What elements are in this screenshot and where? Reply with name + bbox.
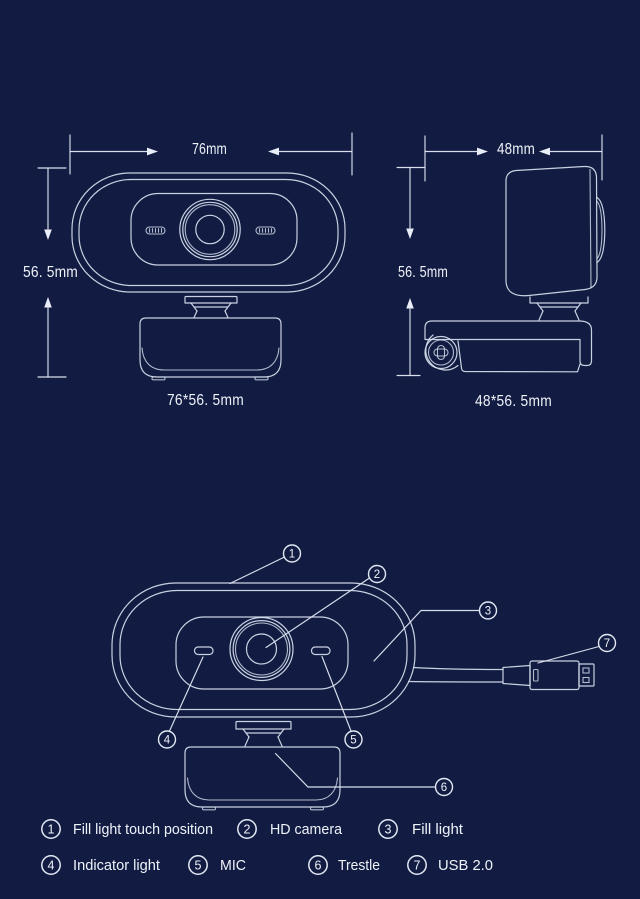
svg-text:7: 7 [414,859,421,873]
legend-1-label: Fill light touch position [73,821,213,838]
callout-6: 6 [274,752,454,797]
svg-text:3: 3 [385,823,392,837]
legend-1-badge [41,819,61,839]
callout-2: 2 [265,564,387,649]
front-mic-right [255,226,276,235]
parts-illustration: 1 2 3 4 5 6 7 [111,544,617,811]
parts-mic-right [310,646,331,656]
front-width-label: 76mm [192,141,227,158]
usb-cable [407,666,504,683]
callout-4-number: 4 [164,735,171,747]
callout-3-number: 3 [485,606,491,618]
callout-3-badge [478,601,498,620]
callout-1: 1 [229,544,302,585]
callout-7-number: 7 [604,638,610,650]
legend-item-1: 1 Fill light touch position [41,819,213,839]
legend-3-badge [378,819,398,839]
callout-3: 3 [373,601,498,662]
callout-7: 7 [537,633,617,664]
callout-4: 4 [157,656,204,749]
front-body-outline [71,172,346,293]
front-height-dimension: 56. 5mm [23,167,78,378]
parts-mic-left [193,646,214,656]
side-body [505,165,606,297]
front-body-inner-line [78,178,339,287]
legend-item-6: 6 Trestle [308,855,380,875]
front-face-plate [130,192,298,266]
side-knob-housing [425,334,459,371]
legend-7-badge [407,855,427,875]
legend-6-label: Trestle [338,857,380,874]
svg-text:5: 5 [195,859,202,873]
legend-2-badge [237,819,257,839]
svg-text:2: 2 [244,823,251,837]
legend-item-2: 2 HD camera [237,819,343,839]
front-width-dimension: 76mm [69,132,353,176]
callout-1-badge [282,544,302,563]
front-height-label: 56. 5mm [23,264,78,281]
side-width-dimension: 48mm [424,134,603,182]
usb-metal-connector [578,663,595,687]
legend-3-label: Fill light [412,821,464,838]
legend-5-label: MIC [220,857,246,874]
legend-item-3: 3 Fill light [378,819,464,839]
front-neck [184,295,238,319]
usb-plug-body [529,660,580,691]
svg-text:1: 1 [48,823,55,837]
front-size-label: 76*56. 5mm [167,392,244,409]
legend-item-5: 5 MIC [188,855,246,875]
parts-neck [235,720,292,747]
svg-text:4: 4 [48,859,55,873]
callout-1-number: 1 [289,549,295,561]
legend-5-badge [188,855,208,875]
legend-6-badge [308,855,328,875]
legend-7-label: USB 2.0 [438,857,493,874]
callout-5-badge [344,730,363,749]
legend-2-label: HD camera [270,821,343,838]
parts-camera-lens [229,616,294,682]
parts-trestle-base [184,746,341,811]
side-height-dimension: 56. 5mm [396,166,448,377]
usb-plug [502,660,595,691]
side-lens-bump [596,196,606,264]
legend-item-4: 4 Indicator light [41,855,161,875]
legend-4-label: Indicator light [73,857,161,874]
side-size-label: 48*56. 5mm [475,393,552,410]
callout-6-badge [434,777,454,797]
callout-7-badge [597,633,617,653]
side-height-label: 56. 5mm [398,264,448,281]
svg-text:6: 6 [315,859,322,873]
parts-body-inner-line [119,589,408,711]
side-width-label: 48mm [497,141,535,158]
callout-2-badge [367,564,387,584]
legend: 1 Fill light touch position 2 HD camera … [41,819,493,875]
side-view: 48mm 56. 5mm [396,134,606,410]
front-view: 76mm 56. 5mm [23,132,353,409]
callout-5: 5 [321,655,363,749]
legend-item-7: 7 USB 2.0 [407,855,493,875]
side-screw-knob [424,335,458,370]
callout-4-badge [157,730,177,749]
side-base [424,320,593,373]
parts-face-plate [175,616,349,690]
usb-strain-relief [502,664,531,687]
callout-2-number: 2 [374,569,380,581]
callout-6-number: 6 [441,782,447,794]
front-base [139,317,282,381]
side-neck [529,296,589,321]
parts-body-outline [111,582,416,718]
legend-4-badge [41,855,61,875]
callout-5-number: 5 [350,735,356,747]
front-camera-lens [179,198,241,261]
front-mic-left [145,226,166,235]
